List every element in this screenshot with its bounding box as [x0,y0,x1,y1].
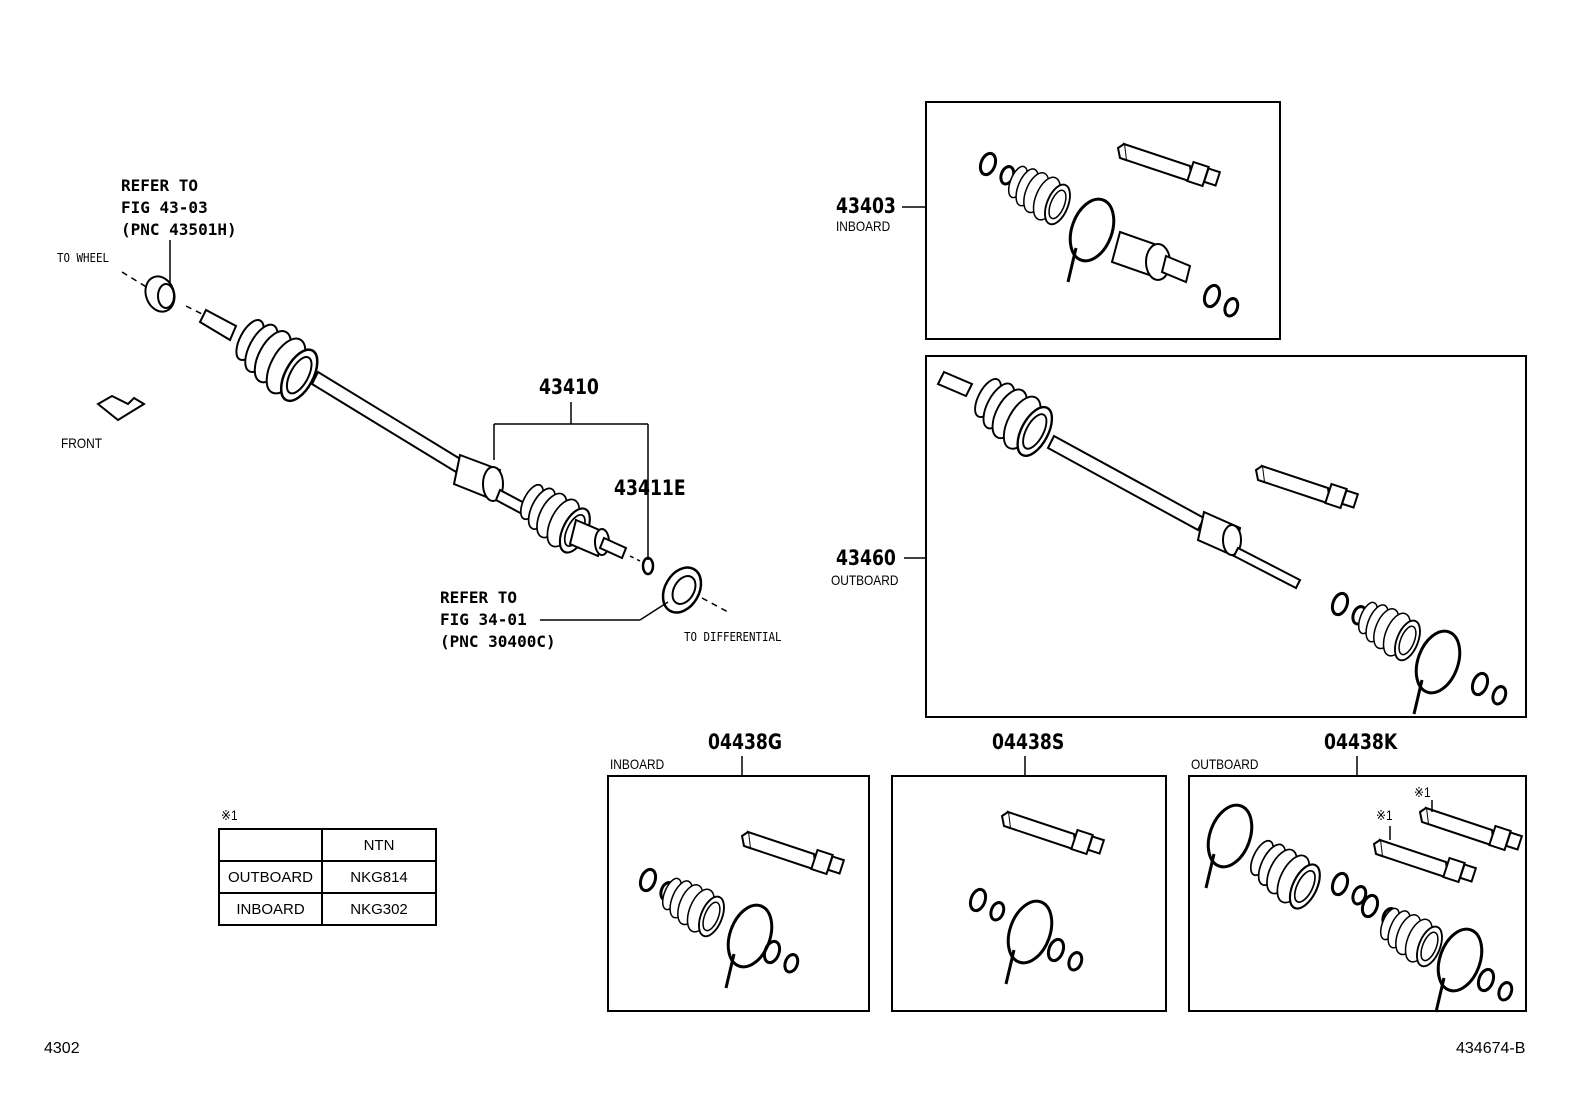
kit-box-04438G [607,775,870,1012]
refer-diff-line2: FIG 34-01 [440,610,527,629]
refer-wheel-line1: REFER TO [121,176,199,195]
main-driveshaft-drawing [121,271,729,614]
table-cell: NKG302 [321,892,438,926]
kit-43460-drawing [936,370,1512,716]
spec-table-note-mark: ※1 [221,807,238,823]
footer-figure-number: 4302 [44,1040,80,1057]
table-header-cell: NTN [321,828,438,862]
outboard-label-43460: OUTBOARD [831,572,899,588]
front-label: FRONT [61,435,102,451]
note-mark-1-upper: ※1 [1414,784,1431,800]
note-mark-1-lower: ※1 [1376,807,1393,823]
part-number-43460[interactable]: 43460 [836,546,896,570]
part-number-43410[interactable]: 43410 [539,375,599,399]
inboard-label-43403: INBOARD [836,218,891,234]
table-row: INBOARD NKG302 [217,892,438,926]
refer-diff-line3: (PNC 30400C) [440,632,556,651]
kit-box-43460 [925,355,1527,718]
kit-box-04438K [1188,775,1527,1012]
spec-table: NTN OUTBOARD NKG814 INBOARD NKG302 [217,828,438,926]
front-arrow [96,394,146,422]
kit-43403-drawing [975,143,1244,320]
table-header-row: NTN [217,828,438,862]
refer-wheel-line2: FIG 43-03 [121,198,208,217]
to-wheel-label: TO WHEEL [57,251,110,265]
outboard-label-04438K: OUTBOARD [1191,756,1259,772]
inboard-label-04438G: INBOARD [610,756,665,772]
kit-04438K-drawing [1198,797,1523,1014]
table-cell: OUTBOARD [217,860,324,894]
table-cell: INBOARD [217,892,324,926]
part-number-04438G[interactable]: 04438G [708,730,783,754]
footer-drawing-id: 434674-B [1456,1040,1526,1057]
refer-diff-line1: REFER TO [440,588,518,607]
kit-box-04438S [891,775,1167,1012]
refer-wheel-line3: (PNC 43501H) [121,220,237,239]
part-number-04438S[interactable]: 04438S [992,730,1065,754]
table-row: OUTBOARD NKG814 [217,860,438,894]
to-differential-label: TO DIFFERENTIAL [684,630,782,644]
table-header-cell [217,828,324,862]
table-cell: NKG814 [321,860,438,894]
part-number-43411E[interactable]: 43411E [614,476,686,500]
part-number-04438K[interactable]: 04438K [1324,730,1398,754]
part-number-43403[interactable]: 43403 [836,194,896,218]
kit-box-43403 [925,101,1281,340]
